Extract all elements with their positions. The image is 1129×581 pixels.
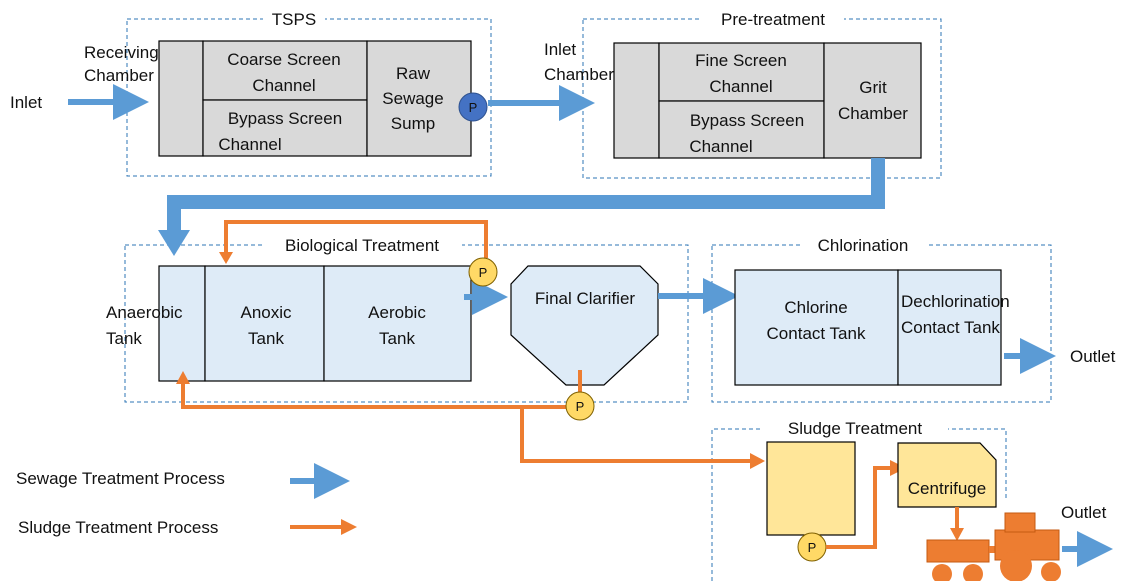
pump-icon-return <box>565 391 595 421</box>
inlet-label: Inlet <box>10 93 42 112</box>
inlet-chamber <box>613 42 660 159</box>
waste-sludge-arrowhead <box>750 453 765 469</box>
pump-label-1: P <box>469 100 478 115</box>
grit-label-1: Grit <box>859 78 887 97</box>
pump-label-4: P <box>808 540 817 555</box>
grit-chamber <box>823 42 922 159</box>
bypass-screen-channel-1 <box>202 99 368 157</box>
grit-to-biological-arrowhead <box>158 230 190 256</box>
sludge-group-title: Sludge Treatment <box>788 419 922 438</box>
bypass-screen-2-label-2: Channel <box>689 137 752 156</box>
receiving-chamber-label-2: Chamber <box>84 66 154 85</box>
outlet-label-1: Outlet <box>1070 347 1116 366</box>
sump-label-1: Raw <box>396 64 431 83</box>
bypass-screen-2-label-1: Bypass Screen <box>690 111 804 130</box>
legend-sewage-label: Sewage Treatment Process <box>16 469 225 488</box>
fine-screen-channel <box>658 42 825 102</box>
return-sludge-arrowhead <box>176 371 190 384</box>
grit-label-2: Chamber <box>838 104 908 123</box>
receiving-chamber <box>158 40 204 157</box>
centrifuge-to-truck-arrowhead <box>950 528 964 541</box>
biological-group-title: Biological Treatment <box>285 236 439 255</box>
aerobic-label-1: Aerobic <box>368 303 426 322</box>
sludge-holding-tank <box>766 441 856 536</box>
fine-screen-label-1: Fine Screen <box>695 51 787 70</box>
anaerobic-label-2: Tank <box>106 329 142 348</box>
pump-icon-recycle <box>468 257 498 287</box>
waste-sludge-line <box>520 407 752 463</box>
pump-icon-blue <box>458 92 488 122</box>
centrifuge-label: Centrifuge <box>908 479 986 498</box>
anaerobic-tank <box>158 265 206 382</box>
chlorine-label-2: Contact Tank <box>767 324 866 343</box>
tractor-icon <box>926 512 1061 581</box>
bypass-screen-1-label-1: Bypass Screen <box>228 109 342 128</box>
internal-recycle-arrowhead <box>219 252 233 264</box>
anoxic-label-1: Anoxic <box>240 303 292 322</box>
dechlorination-label-2: Contact Tank <box>901 318 1000 337</box>
pump-label-3: P <box>576 399 585 414</box>
sludge-to-centrifuge-line <box>826 466 893 549</box>
outlet-label-2: Outlet <box>1061 503 1107 522</box>
anoxic-tank <box>204 265 325 382</box>
raw-sewage-sump <box>366 40 472 157</box>
coarse-screen-channel <box>202 40 368 101</box>
pretreatment-group-title: Pre-treatment <box>721 10 825 29</box>
grit-to-biological-arrow <box>167 158 885 232</box>
bypass-screen-channel-2 <box>658 100 825 159</box>
fine-screen-label-2: Channel <box>709 77 772 96</box>
tsps-group-title: TSPS <box>272 10 316 29</box>
anaerobic-label-1: Anaerobic <box>106 303 183 322</box>
aerobic-label-2: Tank <box>379 329 415 348</box>
inlet-chamber-label-1: Inlet <box>544 40 576 59</box>
legend-sludge-label: Sludge Treatment Process <box>18 518 218 537</box>
internal-recycle-line <box>224 220 488 258</box>
centrifuge <box>897 442 997 508</box>
legend-sludge-arrowhead <box>341 519 357 535</box>
sump-label-2: Sewage <box>382 89 443 108</box>
coarse-screen-label-2: Channel <box>252 76 315 95</box>
final-clarifier-label: Final Clarifier <box>535 289 635 308</box>
aerobic-tank <box>323 265 472 382</box>
receiving-chamber-label-1: Receiving <box>84 43 159 62</box>
bypass-screen-1-label-2: Channel <box>218 135 281 154</box>
chlorine-label-1: Chlorine <box>784 298 847 317</box>
return-sludge-line <box>181 382 566 409</box>
chlorination-group-title: Chlorination <box>818 236 909 255</box>
sump-label-3: Sump <box>391 114 435 133</box>
final-clarifier <box>510 265 659 386</box>
coarse-screen-label-1: Coarse Screen <box>227 50 340 69</box>
dechlorination-label-1: Dechlorination <box>901 292 1010 311</box>
dechlorination-contact-tank <box>897 269 1002 386</box>
pump-label-2: P <box>479 265 488 280</box>
inlet-chamber-label-2: Chamber <box>544 65 614 84</box>
chlorine-contact-tank <box>734 269 899 386</box>
anoxic-label-2: Tank <box>248 329 284 348</box>
